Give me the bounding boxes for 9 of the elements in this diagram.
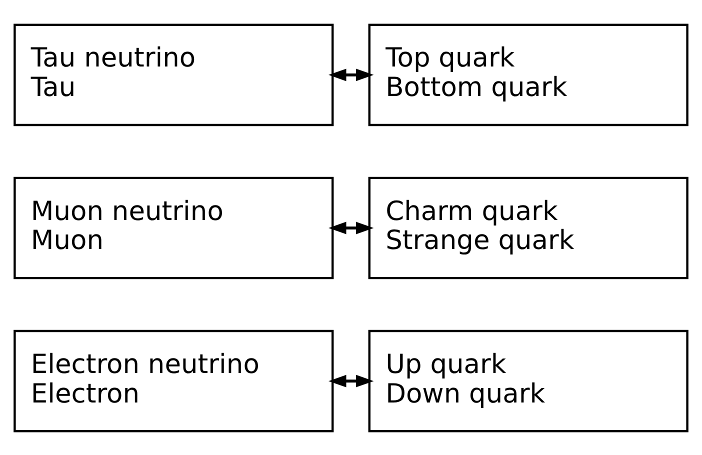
node-box: Up quark Down quark (368, 329, 688, 432)
node-box: Charm quark Strange quark (368, 176, 688, 279)
node-box: Muon neutrino Muon (14, 176, 334, 279)
node-box: Top quark Bottom quark (368, 23, 688, 126)
arrow (328, 68, 374, 81)
node-box: Tau neutrino Tau (14, 23, 334, 126)
arrow (328, 221, 374, 234)
arrow (328, 374, 374, 387)
node-box: Electron neutrino Electron (14, 329, 334, 432)
